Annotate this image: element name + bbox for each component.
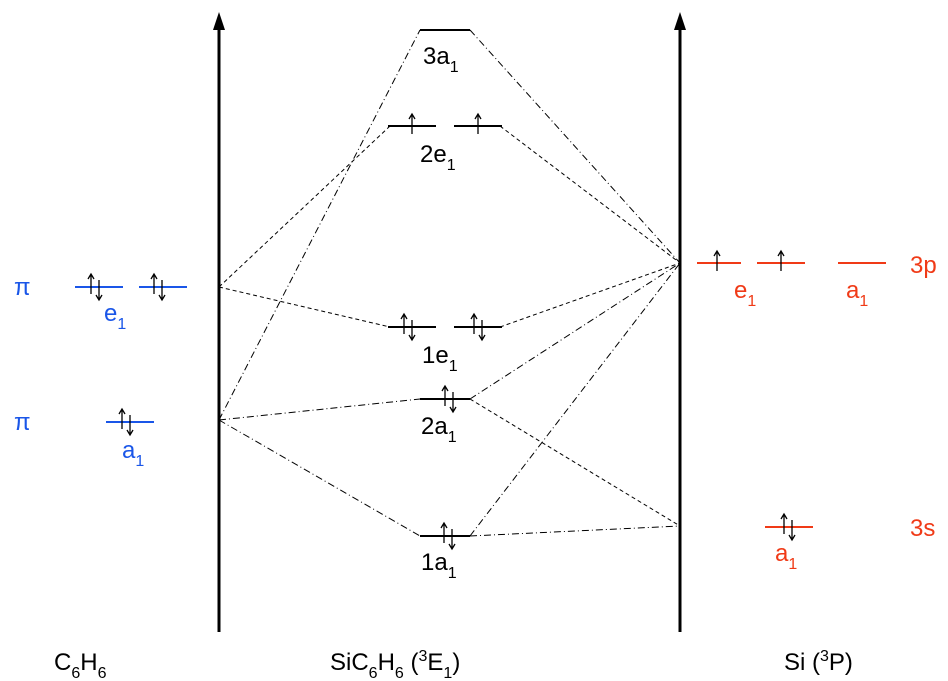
corr-1e1-right <box>499 262 681 328</box>
correlation-lines-dashdot <box>218 29 681 537</box>
corr-3a1-right <box>469 29 681 264</box>
footer-complex-label: SiC6H6 (3E1) <box>330 648 460 681</box>
corr-2e1-left <box>218 125 391 288</box>
silicon-a1s-label: a1 <box>775 540 797 573</box>
corr-1e1-left <box>218 286 391 328</box>
electron-up-silicon-3p-a <box>713 249 721 271</box>
electron-pair-complex-1a1 <box>440 521 456 551</box>
silicon-a1p-label: a1 <box>846 277 868 310</box>
electron-pair-complex-2a1 <box>441 384 457 414</box>
corr-2e1-right <box>499 125 681 264</box>
corr-1a1-3s <box>469 525 681 537</box>
benzene-pi-upper-label: π <box>14 274 31 301</box>
footer-silicon-label: Si (3P) <box>784 648 853 676</box>
benzene-e1-label: e1 <box>104 300 126 333</box>
electron-pair-benzene-e1-b <box>150 272 166 302</box>
silicon-3p-label: 3p <box>910 252 937 279</box>
electron-up-complex-2e1-a <box>408 112 416 134</box>
column-labels: C6H6 SiC6H6 (3E1) Si (3P) <box>54 648 853 681</box>
electron-pair-complex-1e1-b <box>470 312 486 342</box>
complex-3a1-label: 3a1 <box>423 43 459 76</box>
electron-up-silicon-3p-b <box>777 249 785 271</box>
electron-pair-benzene-a1 <box>118 407 134 437</box>
energy-axes <box>213 12 686 632</box>
electron-pair-silicon-3s <box>780 512 796 542</box>
corr-2a1-right <box>469 262 681 400</box>
benzene-levels: π e1 π a1 <box>14 274 187 470</box>
complex-1e1-label: 1e1 <box>422 342 458 375</box>
silicon-3s-label: 3s <box>910 515 935 542</box>
corr-3a1-left <box>218 29 421 421</box>
electron-up-complex-2e1-b <box>474 112 482 134</box>
corr-1a1-right <box>469 262 681 537</box>
right-axis-arrowhead <box>674 12 686 30</box>
corr-1a1-left <box>218 419 421 537</box>
benzene-pi-lower-label: π <box>14 409 31 436</box>
complex-1a1-label: 1a1 <box>421 549 457 582</box>
corr-2a1-3s <box>469 398 681 527</box>
complex-2e1-label: 2e1 <box>420 141 456 174</box>
electrons <box>87 112 796 551</box>
silicon-levels: 3p e1 a1 3s a1 <box>697 252 937 573</box>
complex-levels <box>388 29 502 537</box>
silicon-e1-label: e1 <box>734 277 756 310</box>
benzene-a1-label: a1 <box>122 437 144 470</box>
corr-2a1-left <box>218 398 421 421</box>
electron-pair-complex-1e1-a <box>400 312 416 342</box>
left-axis-arrowhead <box>213 12 225 30</box>
footer-benzene-label: C6H6 <box>54 649 107 681</box>
correlation-lines-dashed <box>218 125 681 527</box>
complex-labels: 3a1 2e1 1e1 2a1 1a1 <box>420 43 459 582</box>
electron-pair-benzene-e1-a <box>87 272 103 302</box>
complex-2a1-label: 2a1 <box>421 413 457 446</box>
